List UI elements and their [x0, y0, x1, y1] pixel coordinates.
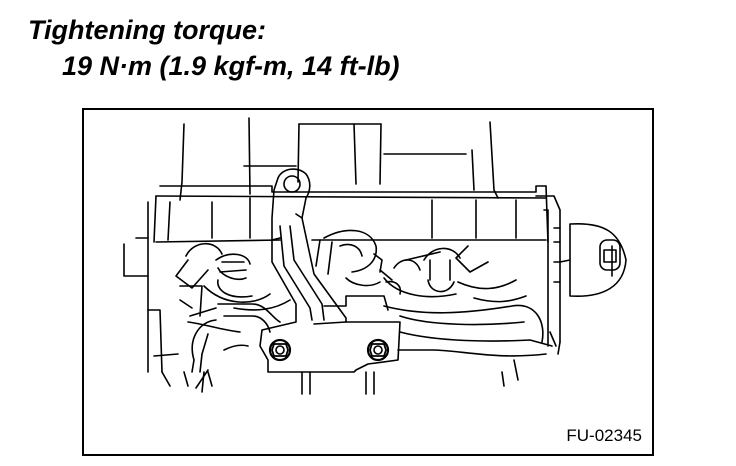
engine-bracket-drawing-icon [123, 117, 627, 395]
manifold-bar [153, 185, 549, 243]
figure-id-label: FU-02345 [566, 426, 642, 445]
lower-block [123, 201, 519, 393]
bottom-studs [301, 371, 375, 395]
fuel-pipes [191, 295, 561, 389]
center-body [315, 229, 402, 295]
bolt-icon [366, 338, 390, 362]
torque-value: 19 N·m (1.9 kgf-m, 14 ft-lb) [62, 51, 400, 81]
bolt-icon [268, 338, 292, 362]
bracket [259, 168, 401, 373]
torque-heading: Tightening torque: [28, 15, 266, 45]
upper-housing [179, 117, 499, 201]
right-injector [383, 245, 527, 303]
figure-frame: FU-02345 [82, 108, 654, 456]
right-housing [535, 195, 627, 347]
left-injector [175, 242, 291, 333]
